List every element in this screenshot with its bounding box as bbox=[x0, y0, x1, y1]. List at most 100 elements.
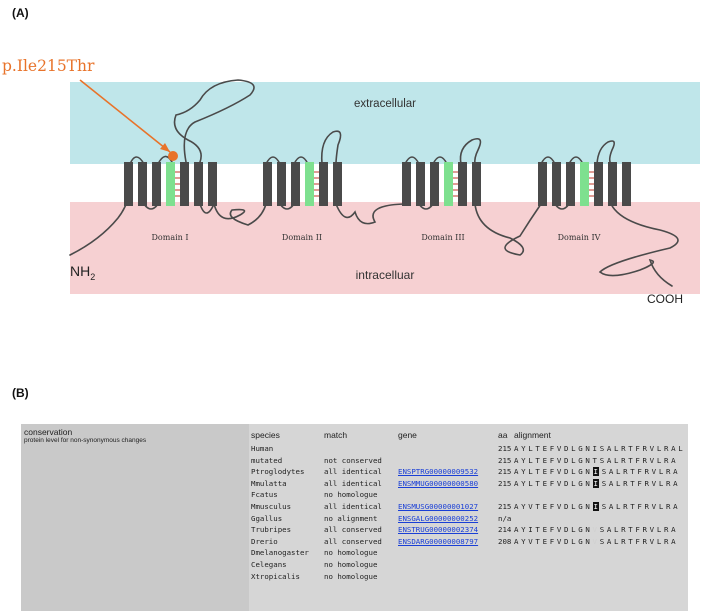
residue: R bbox=[621, 444, 626, 453]
residue: D bbox=[563, 525, 569, 535]
gene-link[interactable]: ENSMMUG00000000580 bbox=[398, 478, 479, 488]
residue: V bbox=[556, 444, 562, 453]
residue: A bbox=[514, 502, 519, 511]
backbone-path bbox=[69, 79, 679, 287]
segment-s5 bbox=[458, 162, 467, 206]
residue: T bbox=[592, 455, 597, 465]
match-cell: not conserved bbox=[324, 455, 382, 465]
species-cell: Ptroglodytes bbox=[251, 467, 305, 477]
domain-4-segments bbox=[538, 162, 631, 206]
residue: R bbox=[644, 502, 649, 511]
residue: E bbox=[542, 536, 548, 546]
residue: R bbox=[623, 478, 628, 488]
segment-s2 bbox=[277, 162, 286, 206]
gene-link[interactable]: ENSMUSG00000001027 bbox=[398, 502, 479, 511]
residue: S bbox=[601, 467, 607, 477]
residue: S bbox=[599, 525, 605, 535]
residue: L bbox=[613, 444, 619, 453]
residue: G bbox=[578, 467, 583, 477]
residue: L bbox=[571, 444, 576, 453]
residue: L bbox=[615, 467, 621, 477]
residue: A bbox=[671, 525, 676, 535]
match-cell: no homologue bbox=[324, 571, 378, 581]
residue: F bbox=[549, 536, 555, 546]
residue: V bbox=[649, 536, 655, 546]
domain-label-2: Domain II bbox=[282, 233, 322, 242]
species-cell: Mmulatta bbox=[251, 478, 287, 488]
residue: A bbox=[671, 455, 676, 465]
residue: A bbox=[673, 502, 678, 511]
residue: A bbox=[514, 467, 519, 477]
residue: R bbox=[621, 455, 626, 465]
segment-s3 bbox=[430, 162, 439, 206]
residue: V bbox=[556, 525, 562, 535]
residue: R bbox=[644, 478, 649, 488]
residue: S bbox=[599, 444, 605, 453]
gene-link[interactable]: ENSPTRG00000009532 bbox=[398, 467, 479, 477]
residue: Y bbox=[521, 502, 526, 511]
mutation-arrow bbox=[79, 79, 171, 153]
residue: D bbox=[563, 444, 569, 453]
residue: S bbox=[601, 502, 607, 511]
residue: Y bbox=[521, 444, 526, 453]
species-cell: Fcatus bbox=[251, 490, 278, 500]
residue: A bbox=[608, 478, 614, 488]
extracellular-band bbox=[70, 82, 700, 164]
segment-s6b bbox=[208, 162, 217, 206]
residue: R bbox=[663, 444, 669, 453]
residue: A bbox=[514, 536, 519, 546]
residue: F bbox=[549, 478, 555, 488]
residue: F bbox=[549, 502, 555, 511]
residue: S bbox=[601, 478, 607, 488]
residue: L bbox=[571, 455, 576, 465]
extracellular-label: extracellular bbox=[354, 98, 416, 110]
residue: T bbox=[630, 502, 635, 511]
residue: R bbox=[642, 444, 647, 453]
gene-link[interactable]: ENSTRUG00000002374 bbox=[398, 525, 479, 535]
segment-s2 bbox=[416, 162, 425, 206]
residue: E bbox=[542, 478, 548, 488]
residue: R bbox=[621, 536, 626, 546]
segment-s1 bbox=[538, 162, 547, 206]
segment-s2 bbox=[552, 162, 561, 206]
residue: I bbox=[592, 467, 599, 477]
residue: T bbox=[535, 444, 540, 453]
residue: G bbox=[578, 502, 583, 511]
header-match: match bbox=[324, 430, 348, 440]
residue: V bbox=[592, 525, 597, 535]
residue: I bbox=[592, 478, 599, 488]
match-cell: all identical bbox=[324, 467, 382, 477]
position-cell: 208 bbox=[498, 536, 512, 546]
residue: L bbox=[658, 467, 664, 477]
segment-s5 bbox=[594, 162, 603, 206]
residue: V bbox=[649, 455, 655, 465]
residue: L bbox=[571, 467, 576, 477]
residue: V bbox=[528, 502, 533, 511]
gene-link[interactable]: ENSDARG00000008797 bbox=[398, 536, 479, 546]
residue: F bbox=[635, 525, 640, 535]
residue: N bbox=[585, 455, 590, 465]
residue: V bbox=[649, 525, 655, 535]
residue: R bbox=[642, 536, 647, 546]
residue: T bbox=[535, 525, 540, 535]
intracellular-band bbox=[70, 202, 700, 294]
residue: A bbox=[673, 478, 678, 488]
gene-link[interactable]: ENSGALG00000000252 bbox=[398, 513, 479, 523]
segment-s4-pore bbox=[166, 162, 175, 206]
residue: V bbox=[651, 502, 657, 511]
residue: V bbox=[556, 455, 562, 465]
segment-s3 bbox=[291, 162, 300, 206]
residue: E bbox=[542, 455, 548, 465]
residue: A bbox=[606, 455, 612, 465]
species-cell: Dmelanogaster bbox=[251, 548, 309, 558]
domain-3-segments bbox=[402, 162, 481, 206]
domain-2-segments bbox=[263, 162, 342, 206]
residue: A bbox=[671, 444, 676, 453]
